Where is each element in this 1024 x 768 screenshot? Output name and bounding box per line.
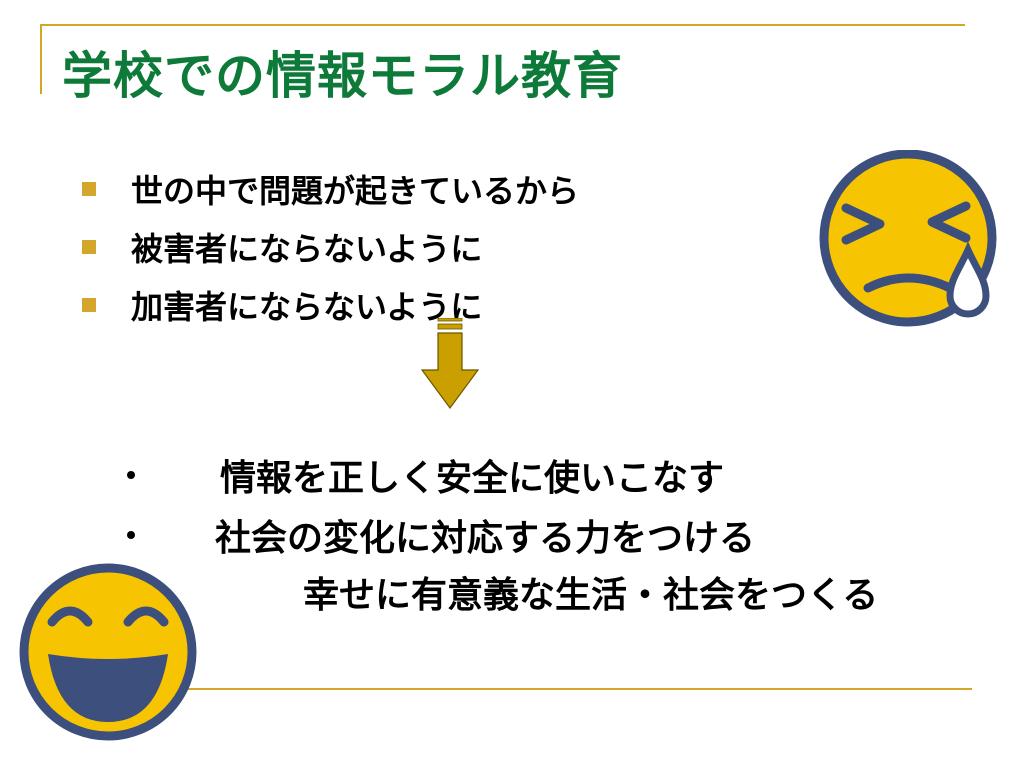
goal-text: 情報を正しく安全に使いこなす <box>220 458 725 499</box>
laughing-face-icon <box>19 563 197 741</box>
square-bullet-icon <box>82 298 96 312</box>
list-item: 被害者にならないように <box>82 218 579 276</box>
left-rule <box>40 24 42 94</box>
square-bullet-icon <box>82 240 96 254</box>
reason-text: 世の中で問題が起きているから <box>131 172 580 210</box>
conclusion-text: 幸せに有意義な生活・社会をつくる <box>303 575 879 616</box>
reason-text: 加害者にならないように <box>131 288 483 326</box>
goal-text: 社会の変化に対応する力をつける <box>215 518 756 559</box>
bottom-rule <box>175 688 972 690</box>
crying-face-icon <box>819 150 997 327</box>
goal-list: 情報を正しく安全に使いこなす 社会の変化に対応する力をつける <box>115 445 755 565</box>
square-bullet-icon <box>82 182 96 196</box>
reason-text: 被害者にならないように <box>131 230 483 268</box>
down-arrow-icon <box>420 318 480 410</box>
top-rule <box>40 24 965 26</box>
list-item: 世の中で問題が起きているから <box>82 160 579 218</box>
list-item: 社会の変化に対応する力をつける <box>115 505 755 565</box>
list-item: 加害者にならないように <box>82 276 579 334</box>
bullet-dot-icon <box>127 531 135 539</box>
bullet-dot-icon <box>127 471 135 479</box>
reason-list: 世の中で問題が起きているから 被害者にならないように 加害者にならないように <box>82 160 579 334</box>
list-item: 情報を正しく安全に使いこなす <box>115 445 755 505</box>
slide-title: 学校での情報モラル教育 <box>62 47 623 105</box>
